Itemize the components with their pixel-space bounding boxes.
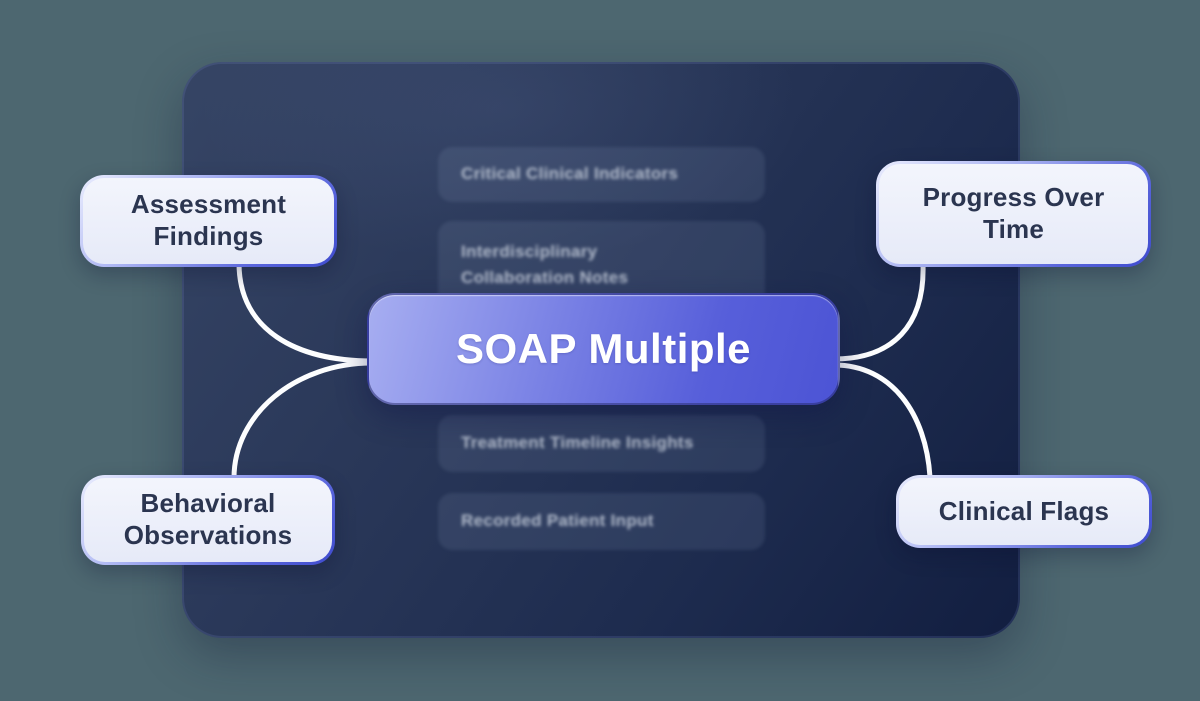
node-clinical-flags[interactable]: Clinical Flags [896, 475, 1152, 548]
background-item-label: Critical Clinical Indicators [461, 164, 679, 184]
node-assessment-findings[interactable]: Assessment Findings [80, 175, 337, 267]
node-label: Assessment Findings [83, 178, 334, 264]
center-node-soap-multiple[interactable]: SOAP Multiple [367, 293, 840, 405]
node-behavioral-observations[interactable]: Behavioral Observations [81, 475, 335, 565]
node-label: Progress Over Time [879, 164, 1148, 264]
center-node-label: SOAP Multiple [455, 325, 752, 372]
background-item-label: Interdisciplinary Collaboration Notes [461, 241, 629, 287]
background-item-treatment-timeline-insights: Treatment Timeline Insights [438, 415, 765, 472]
background-item-label: Treatment Timeline Insights [461, 433, 694, 453]
node-label: Behavioral Observations [84, 478, 332, 562]
background-item-label: Recorded Patient Input [461, 511, 654, 531]
node-progress-over-time[interactable]: Progress Over Time [876, 161, 1151, 267]
node-label: Clinical Flags [899, 478, 1149, 545]
background-item-recorded-patient-input: Recorded Patient Input [438, 493, 765, 550]
background-item-critical-clinical-indicators: Critical Clinical Indicators [438, 147, 765, 202]
